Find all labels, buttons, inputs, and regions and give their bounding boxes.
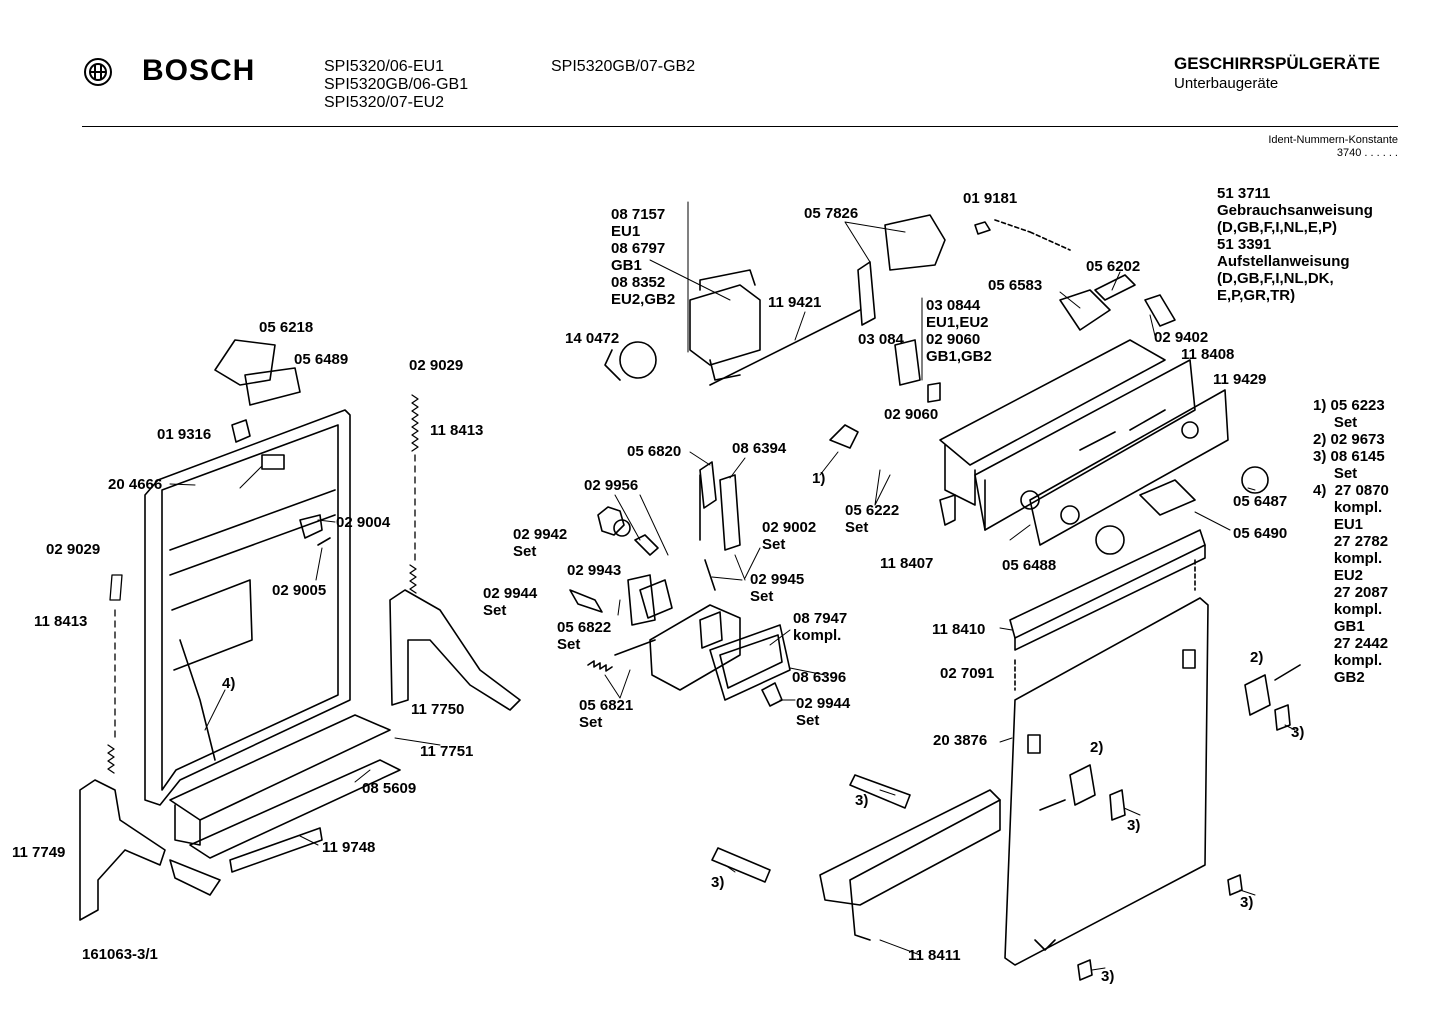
part-label: 01 9316	[157, 426, 212, 443]
drawing-number: 161063-3/1	[82, 946, 158, 963]
model-number: SPI5320GB/07-GB2	[551, 58, 696, 75]
door-catch-parts	[214, 339, 331, 546]
part-label: 11 9748	[322, 839, 376, 856]
part-label: 08 6396	[792, 669, 847, 686]
door-frame	[144, 409, 351, 806]
outer-door-panel	[1004, 597, 1209, 966]
door-rail	[1009, 529, 1206, 691]
part-label: 05 6488	[1002, 557, 1057, 574]
brand-name: BOSCH	[142, 54, 256, 87]
part-label: 14 0472	[565, 330, 620, 347]
spring-icon	[107, 394, 419, 774]
bosch-logo-icon	[84, 58, 112, 86]
part-label: 01 9181	[963, 190, 1018, 207]
model-list: SPI5320/06-EU1 SPI5320GB/06-GB1 SPI5320/…	[324, 58, 468, 112]
part-label: 02 9956	[584, 477, 639, 494]
part-label: 20 3876	[933, 732, 988, 749]
part-label: 3)	[855, 792, 869, 809]
part-label: 2)	[1090, 739, 1104, 756]
part-label: 02 9029	[409, 357, 464, 374]
ident-value: 3740 . . . . . .	[1336, 147, 1398, 159]
model-number: SPI5320GB/06-GB1	[324, 76, 469, 93]
part-label: 11 9421	[768, 294, 822, 311]
control-panel	[939, 339, 1229, 546]
part-label: 3)	[1101, 968, 1115, 985]
part-label: 3)	[1240, 894, 1254, 911]
part-label: 3)	[1127, 817, 1141, 834]
part-label: 08 5609	[362, 780, 417, 797]
page-title: GESCHIRRSPÜLGERÄTE	[1174, 54, 1380, 73]
part-label: 02 7091	[940, 665, 995, 682]
ident-number-block: Ident-Nummern-Konstante 3740 . . . . . .	[1222, 134, 1398, 160]
part-label: 02 9029	[46, 541, 101, 558]
part-label: 05 6218	[259, 319, 314, 336]
part-label: 05 6822 Set	[557, 619, 612, 653]
part-label: 05 6489	[294, 351, 349, 368]
part-label: 03 0844 EU1,EU2 02 9060 GB1,GB2	[926, 297, 992, 365]
part-label: 02 9942 Set	[513, 526, 568, 560]
part-label: 51 3711 Gebrauchsanweisung (D,GB,F,I,NL,…	[1217, 185, 1373, 304]
door-lock-assembly	[569, 461, 791, 707]
hinge-parts	[79, 589, 521, 921]
part-label: 02 9945 Set	[750, 571, 805, 605]
base-panel-parts	[169, 714, 401, 873]
part-label: 11 7751	[420, 743, 474, 760]
control-bracket-parts	[857, 214, 1176, 403]
part-label: 02 9402	[1154, 329, 1209, 346]
part-label: 11 8410	[932, 621, 986, 638]
part-label: 11 8411	[908, 947, 961, 964]
part-label: 05 6821 Set	[579, 697, 634, 731]
part-label: 05 6490	[1233, 525, 1288, 542]
part-label: 1) 05 6223 Set 2) 02 9673 3) 08 6145 Set…	[1313, 397, 1389, 686]
header-divider	[82, 126, 1398, 127]
part-label: 11 8407	[880, 555, 934, 572]
part-label: 11 8408	[1181, 346, 1235, 363]
part-label: 02 9943	[567, 562, 622, 579]
part-label: 03 084	[858, 331, 904, 348]
part-label: 3)	[1291, 724, 1305, 741]
page-subtitle: Unterbaugeräte	[1174, 75, 1279, 92]
knob-icon	[829, 424, 1269, 555]
part-label: 08 7947 kompl.	[793, 610, 848, 644]
part-label: 05 7826	[804, 205, 859, 222]
part-label: 4)	[222, 675, 236, 692]
part-label: 05 6583	[988, 277, 1043, 294]
model-number: SPI5320/06-EU1	[324, 58, 445, 75]
leader-lines	[169, 201, 1296, 971]
part-label: 11 7750	[411, 701, 465, 718]
part-label: 02 9005	[272, 582, 327, 599]
part-label: 02 9004	[336, 514, 391, 531]
ident-label: Ident-Nummern-Konstante	[1268, 134, 1398, 146]
part-label: 02 9002 Set	[762, 519, 817, 553]
part-label: 08 7157 EU1 08 6797 GB1 08 8352 EU2,GB2	[611, 206, 676, 308]
part-label: 20 4666	[108, 476, 163, 493]
part-label: 11 7749	[12, 844, 66, 861]
part-label: 02 9944 Set	[796, 695, 851, 729]
part-label: 2)	[1250, 649, 1264, 666]
part-label: 08 6394	[732, 440, 787, 457]
part-label: 11 9429	[1213, 371, 1267, 388]
part-label: 05 6202	[1086, 258, 1141, 275]
part-label: 05 6222 Set	[845, 502, 900, 536]
model-number: SPI5320/07-EU2	[324, 94, 445, 111]
part-label: 05 6487	[1233, 493, 1288, 510]
part-label: 1)	[812, 470, 826, 487]
part-label: 3)	[711, 874, 725, 891]
latch-parts	[1039, 664, 1301, 811]
part-label: 02 9944 Set	[483, 585, 538, 619]
part-label: 11 8413	[34, 613, 88, 630]
part-label: 02 9060	[884, 406, 939, 423]
bracket-icon	[711, 704, 1291, 981]
part-label: 05 6820	[627, 443, 682, 460]
part-label: 11 8413	[430, 422, 484, 439]
kickplate	[819, 789, 1001, 941]
